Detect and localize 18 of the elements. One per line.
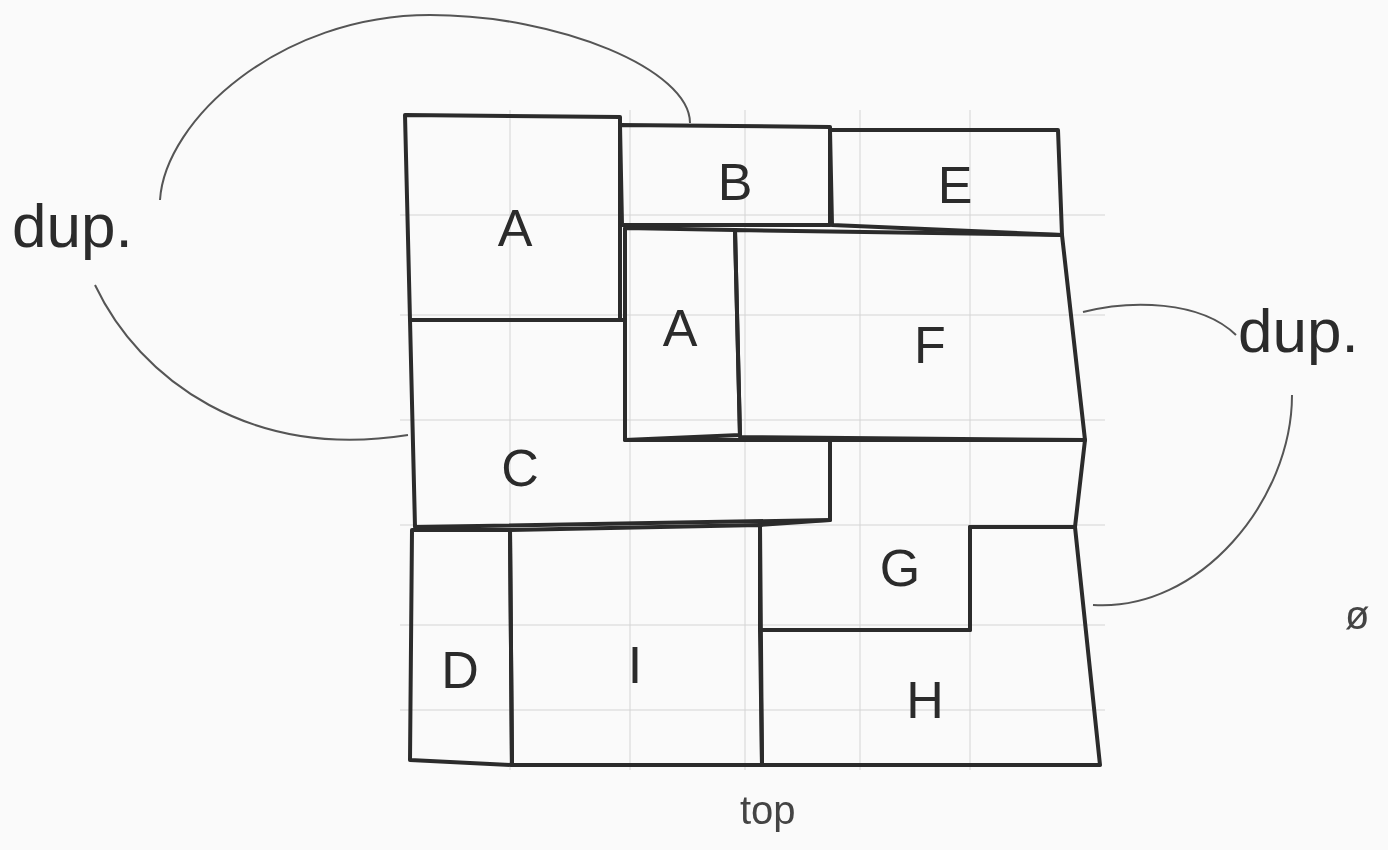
region-letter: G — [879, 542, 921, 594]
region-letter: F — [914, 319, 946, 371]
bracket-curve — [94, 284, 409, 441]
region-letter: H — [906, 674, 944, 726]
region-letter: B — [717, 156, 753, 208]
region-letter: E — [937, 159, 973, 211]
region-letter: C — [501, 442, 539, 494]
bracket-curve — [1092, 394, 1293, 606]
sketch-region — [507, 522, 765, 768]
note-text: ø — [1345, 595, 1370, 635]
region-letter: A — [497, 202, 533, 254]
note-text: top — [740, 790, 796, 830]
bracket-curve — [1082, 303, 1237, 336]
region-letter: D — [441, 644, 479, 696]
region-letter: I — [627, 639, 643, 691]
sketch-region — [757, 524, 1103, 768]
bracket-curve — [159, 14, 691, 201]
region-letter: A — [662, 302, 698, 354]
